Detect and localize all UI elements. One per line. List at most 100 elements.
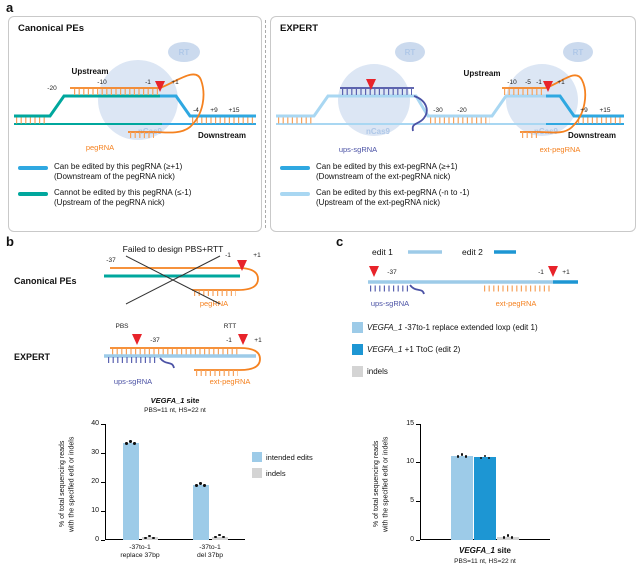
pos-label: -10: [507, 79, 517, 86]
pos-label: -1: [145, 79, 151, 86]
pos-label: -37: [106, 257, 116, 264]
data-point: [456, 455, 460, 458]
nick-arrow-icon: [366, 79, 376, 90]
panel-a-label: a: [6, 0, 14, 15]
pos-label: -20: [47, 85, 57, 92]
bar: [192, 484, 209, 540]
pos-label: +15: [599, 107, 610, 114]
top-strand-downstream: [546, 94, 624, 118]
legend-row: VEGFA_1 +1 TtoC (edit 2): [352, 344, 538, 355]
legend-rest: -37to-1 replace extended loxp (edit 1): [402, 323, 538, 332]
ups-sgrna-scaffold: [411, 95, 428, 132]
canonical-failed-diagram: Failed to design PBS+RTT Canonical PEs -…: [14, 244, 261, 308]
ext-pegrna-label: ext-pegRNA: [496, 299, 537, 308]
nick-arrow-icon: [369, 266, 379, 277]
y-tick: [101, 539, 105, 541]
y-tick: [101, 481, 105, 483]
indels-swatch: [252, 468, 262, 478]
nick-arrow-icon: [543, 81, 553, 92]
rt-label: RT: [573, 48, 584, 57]
pos-label: -5: [525, 79, 531, 86]
legend-row: Cannot be edited by this pegRNA (≤-1) (U…: [18, 188, 258, 209]
pbs-label: PBS: [115, 323, 129, 330]
ext-pegrna-label: ext-pegRNA: [210, 377, 251, 386]
indels-swatch: [352, 366, 363, 377]
top-strand-downstream: [160, 94, 256, 118]
pegrna-label: pegRNA: [200, 299, 228, 308]
canonical-legend: Can be edited by this pegRNA (≥+1) (Down…: [18, 162, 258, 209]
upstream-label: Upstream: [72, 67, 109, 76]
pos-label: -37: [150, 337, 160, 344]
data-point: [510, 536, 514, 539]
data-point: [487, 456, 491, 460]
chart-c-subtitle: PBS=11 nt, HS=22 nt: [454, 558, 516, 565]
data-point: [152, 536, 155, 540]
top-strand-upstream: [276, 94, 546, 118]
expert-diagram: RT RT nCas9 nCas9 Upstream -30 -20 -10 -…: [276, 42, 624, 154]
ncas9-body: [98, 60, 178, 140]
y-axis-label: % of total sequencing reads with the spe…: [58, 422, 77, 546]
pegrna-scaffold: [128, 73, 205, 134]
ncas9-body: [506, 64, 578, 136]
panel-b-label: b: [6, 234, 14, 249]
y-axis-label-line: % of total sequencing reads: [59, 440, 66, 528]
pos-label: +9: [580, 107, 588, 114]
legend-label: indels: [266, 468, 286, 478]
legend-row: intended edits: [252, 452, 313, 462]
expert-box: EXPERT RT RT nCas9 nCas9 Upstream -30 -2…: [270, 16, 636, 232]
y-tick: [101, 452, 105, 454]
nick-arrow-icon: [132, 334, 142, 345]
legend-row: Can be edited by this ext-pegRNA (-n to …: [280, 188, 632, 209]
data-point: [222, 536, 225, 539]
pos-label: -10: [97, 79, 107, 86]
pos-label: -30: [433, 107, 443, 114]
y-tick-label: 40: [91, 419, 99, 427]
legend-text: Can be edited by this pegRNA (≥+1) (Down…: [54, 162, 182, 183]
upstream-label: Upstream: [464, 69, 501, 78]
chart-c-xlabel: VEGFA_1 site: [420, 546, 550, 555]
legend-row: Can be edited by this ext-pegRNA (≥+1) (…: [280, 162, 632, 183]
ups-sgrna-scaffold: [409, 284, 425, 295]
downstream-label: Downstream: [198, 131, 246, 140]
bar: [451, 455, 473, 540]
edit1-swatch: [352, 322, 363, 333]
ncas9-body: [338, 64, 410, 136]
legend-text: Cannot be edited by this pegRNA (≤-1) (U…: [54, 188, 191, 209]
data-point: [129, 440, 132, 443]
ups-sgrna-label: ups-sgRNA: [114, 377, 152, 386]
y-tick: [416, 539, 420, 541]
legend-label: intended edits: [266, 452, 313, 462]
pos-label: -1: [538, 269, 544, 276]
canonical-pe-diagram: RT nCas9 Upstream -20 -10 -1 +1 -4 +9 +1…: [14, 42, 256, 152]
data-point: [506, 534, 510, 537]
data-point: [460, 453, 464, 456]
x-category-line: -37to-1: [199, 544, 221, 551]
chart-c: % of total sequencing reads with the spe…: [350, 394, 640, 571]
dual-edit-diagram: edit 1 edit 2 -37 -1 +1 ups-sgRNA ext-pe…: [368, 247, 578, 308]
y-tick-label: 5: [410, 496, 414, 504]
intended-edits-swatch: [252, 452, 262, 462]
chart-axes: [105, 424, 245, 540]
xlabel-rest: site: [495, 546, 512, 555]
rtt-label: RTT: [224, 323, 237, 330]
y-axis-label-line: with the specified edit or indels: [382, 436, 390, 532]
gene-name: VEGFA_1: [367, 323, 403, 332]
data-point: [125, 442, 128, 445]
canonical-pes-title: Canonical PEs: [18, 23, 84, 34]
y-tick-label: 0: [95, 535, 99, 543]
pos-label: -20: [457, 107, 467, 114]
legend-text: Can be edited by this ext-pegRNA (≥+1) (…: [316, 162, 458, 183]
edit1-label: edit 1: [372, 247, 393, 257]
y-tick: [416, 462, 420, 464]
expert-design-diagram: EXPERT PBS RTT -37 -1 +1 ups-sgRNA ext-p…: [14, 323, 262, 386]
y-tick: [416, 423, 420, 425]
expert-title: EXPERT: [280, 23, 319, 34]
gene-name: VEGFA_1: [367, 345, 403, 354]
chart-b: VEGFA_1 site PBS=11 nt, HS=22 nt % of to…: [0, 394, 345, 571]
y-tick: [416, 500, 420, 502]
y-tick-label: 30: [91, 448, 99, 456]
title-rest: site: [184, 396, 200, 405]
pos-label: +1: [562, 269, 570, 276]
legend-label: VEGFA_1 -37to-1 replace extended loxp (e…: [367, 323, 538, 332]
nick-arrow-icon: [238, 334, 248, 345]
